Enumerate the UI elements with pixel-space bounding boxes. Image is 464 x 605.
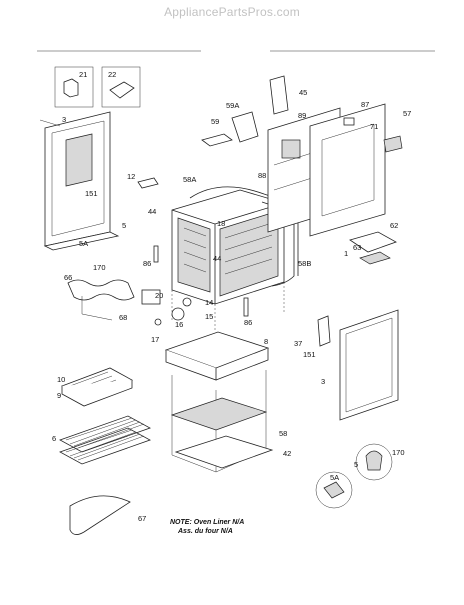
label-68: 68	[119, 313, 127, 322]
part-16	[171, 307, 185, 321]
bracket-86-right	[243, 297, 249, 317]
box-22	[101, 66, 141, 108]
duct-59	[201, 133, 233, 147]
label-5a-right: 5A	[330, 473, 339, 482]
label-89: 89	[298, 111, 306, 120]
label-57: 57	[403, 109, 411, 118]
door-right	[317, 309, 399, 421]
label-58b: 58B	[298, 259, 311, 268]
label-12: 12	[127, 172, 135, 181]
drawer-cabinet	[164, 331, 274, 473]
label-22: 22	[108, 70, 116, 79]
label-10: 10	[57, 375, 65, 384]
label-18: 18	[217, 219, 225, 228]
label-170-right: 170	[392, 448, 405, 457]
part-57	[383, 135, 403, 153]
label-9: 9	[57, 391, 61, 400]
element-63	[359, 251, 391, 265]
label-44-lower: 44	[213, 254, 221, 263]
label-170-left: 170	[93, 263, 106, 272]
label-66: 66	[64, 273, 72, 282]
label-42: 42	[283, 449, 291, 458]
label-5-left: 5	[122, 221, 126, 230]
label-59: 59	[211, 117, 219, 126]
part-14	[182, 297, 192, 307]
label-20: 20	[155, 291, 163, 300]
part-20	[141, 289, 161, 305]
label-21: 21	[79, 70, 87, 79]
label-1: 1	[344, 249, 348, 258]
label-3-right: 3	[321, 377, 325, 386]
label-59a: 59A	[226, 101, 239, 110]
label-86-right: 86	[244, 318, 252, 327]
note-line-2: Ass. du four N/A	[177, 528, 233, 535]
label-3-left: 3	[62, 115, 66, 124]
label-58a: 58A	[183, 175, 196, 184]
hinge-5a	[323, 481, 345, 499]
part-22	[109, 81, 135, 99]
label-6: 6	[52, 434, 56, 443]
hinge-circle-5	[355, 443, 393, 481]
label-17: 17	[151, 335, 159, 344]
label-63: 63	[353, 243, 361, 252]
broil-element	[67, 279, 135, 301]
bracket-86-left	[153, 245, 159, 263]
oven-racks	[59, 415, 151, 465]
hinge-circle-5a	[315, 471, 353, 509]
door-left	[39, 111, 120, 251]
back-panel	[267, 103, 386, 237]
broil-pan	[61, 367, 133, 407]
label-5-right: 5	[354, 460, 358, 469]
igniter-12	[137, 177, 159, 189]
label-62: 62	[390, 221, 398, 230]
duct-45	[269, 75, 289, 115]
label-14: 14	[205, 298, 213, 307]
part-17	[154, 318, 162, 326]
label-151-right: 151	[303, 350, 316, 359]
hinge-5	[365, 450, 383, 471]
label-151-left: 151	[85, 189, 98, 198]
part-87	[343, 117, 355, 126]
oven-cavity	[171, 189, 285, 332]
note-line-1: NOTE: Oven Liner N/A	[170, 519, 244, 526]
label-45: 45	[299, 88, 307, 97]
label-86-left: 86	[143, 259, 151, 268]
label-15: 15	[205, 312, 213, 321]
label-88: 88	[258, 171, 266, 180]
label-8: 8	[264, 337, 268, 346]
label-5a-left: 5A	[79, 239, 88, 248]
label-67: 67	[138, 514, 146, 523]
label-58: 58	[279, 429, 287, 438]
duct-59a	[231, 111, 259, 143]
label-87: 87	[361, 100, 369, 109]
site-watermark: AppliancePartsPros.com	[164, 5, 300, 19]
part-21	[63, 78, 79, 98]
label-37: 37	[294, 339, 302, 348]
box-21	[54, 66, 94, 108]
element-62	[349, 231, 397, 253]
label-71: 71	[370, 122, 378, 131]
label-16: 16	[175, 320, 183, 329]
bake-element	[69, 495, 131, 535]
label-44-upper: 44	[148, 207, 156, 216]
